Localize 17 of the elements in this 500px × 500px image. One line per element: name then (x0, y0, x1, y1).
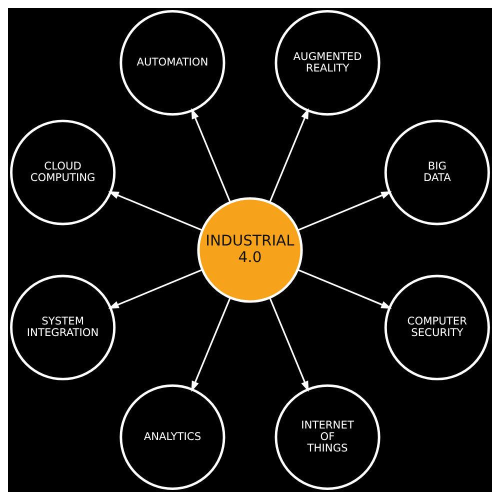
arrow (297, 269, 392, 309)
arrow (108, 269, 203, 309)
node-circle: CLOUD COMPUTING (10, 120, 116, 226)
node-circle: INDUSTRIAL 4.0 (197, 197, 303, 303)
arrow (108, 191, 203, 231)
arrow (269, 297, 309, 392)
node-circle: COMPUTER SECURITY (384, 274, 490, 380)
node-circle: ANALYTICS (120, 384, 226, 490)
arrow (191, 297, 231, 392)
node-circle: AUGMENTED REALITY (274, 10, 380, 116)
node-circle: AUTOMATION (120, 10, 226, 116)
node-circle: SYSTEM INTEGRATION (10, 274, 116, 380)
arrow (269, 108, 309, 203)
arrow (297, 191, 392, 231)
node-circle: INTERNET OF THINGS (274, 384, 380, 490)
node-circle: BIG DATA (384, 120, 490, 226)
arrow (191, 108, 231, 203)
